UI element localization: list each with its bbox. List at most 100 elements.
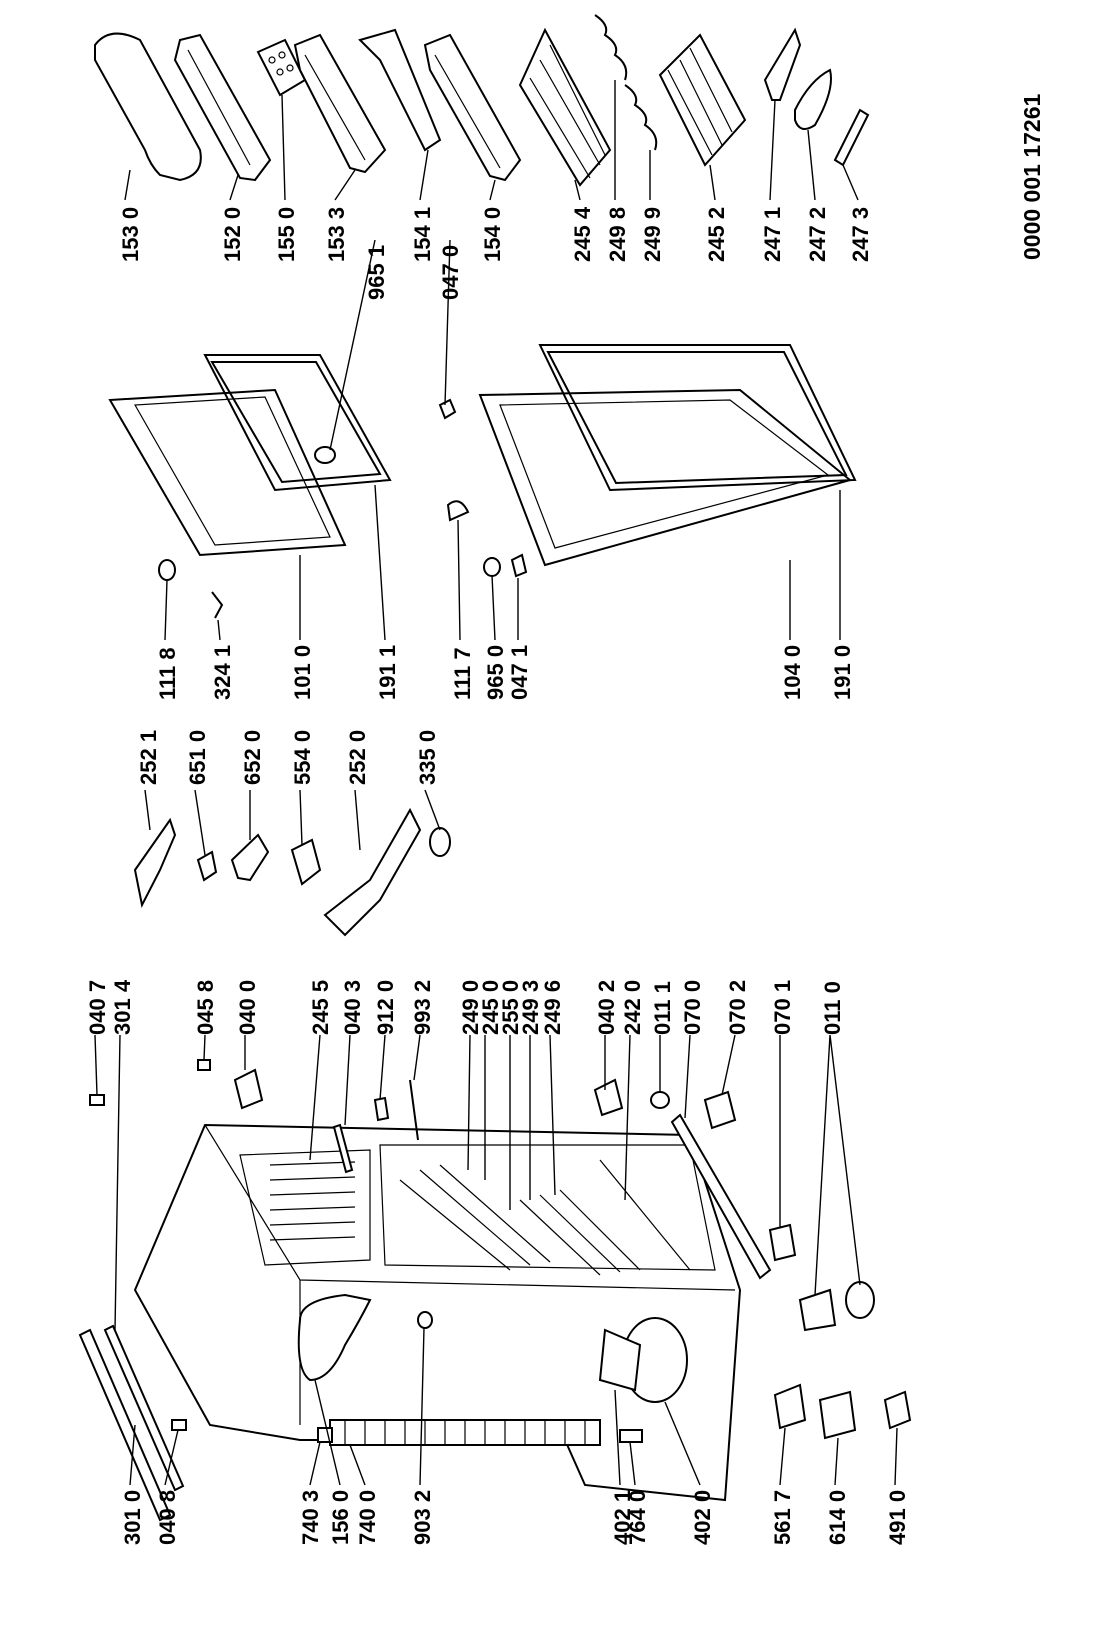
label-040-3: 040 3 [340, 980, 365, 1035]
label-040-8: 040 8 [155, 1490, 180, 1545]
label-245-4: 245 4 [570, 206, 595, 262]
label-249-0: 249 0 [458, 980, 483, 1035]
part-191-0 [538, 344, 857, 492]
label-764-0: 764 0 [625, 1490, 650, 1545]
label-402-1: 402 1 [610, 1490, 635, 1545]
part-491-0 [883, 1390, 912, 1430]
label-249-9: 249 9 [640, 207, 665, 262]
label-740-3: 740 3 [298, 1490, 323, 1545]
part-040-2 [593, 1078, 624, 1117]
label-245-5: 245 5 [308, 980, 333, 1035]
part-301-0 [78, 1328, 172, 1522]
label-070-1: 070 1 [770, 980, 795, 1035]
label-245-2: 245 2 [704, 207, 729, 262]
part-903-2 [417, 1311, 433, 1329]
label-245-0: 245 0 [478, 980, 503, 1035]
part-045-8 [197, 1059, 211, 1071]
label-740-0: 740 0 [355, 1490, 380, 1545]
part-249-8 [594, 14, 628, 81]
label-047-0: 047 0 [438, 245, 463, 300]
part-651-0 [196, 850, 218, 882]
part-070-0 [670, 1113, 772, 1280]
freezer-door-group [108, 354, 392, 619]
label-249-6: 249 6 [540, 980, 565, 1035]
label-402-0: 402 0 [690, 1490, 715, 1545]
label-154-1: 154 1 [410, 207, 435, 262]
label-111-8: 111 8 [155, 647, 180, 700]
label-247-3: 247 3 [848, 207, 873, 262]
label-011-0: 011 0 [820, 981, 845, 1035]
part-247-1 [763, 27, 802, 101]
label-153-0: 153 0 [118, 207, 143, 262]
part-070-1 [768, 1223, 797, 1262]
part-324-1 [211, 591, 224, 619]
part-993-2 [409, 1079, 419, 1141]
label-152-0: 152 0 [220, 207, 245, 262]
label-242-0: 242 0 [620, 980, 645, 1035]
part-047-1 [510, 553, 528, 578]
label-191-1: 191 1 [375, 645, 400, 700]
label-040-2: 040 2 [594, 980, 619, 1035]
part-101-0 [108, 388, 347, 557]
control-parts-group [133, 807, 451, 937]
part-153-0 [94, 32, 202, 182]
label-965-0: 965 0 [483, 645, 508, 700]
label-903-2: 903 2 [410, 1490, 435, 1545]
label-301-0: 301 0 [120, 1490, 145, 1545]
part-335-0 [429, 827, 451, 857]
part-245-2 [658, 33, 747, 167]
part-040-8 [171, 1419, 187, 1431]
shelves-group [518, 14, 870, 187]
label-614-0: 614 0 [825, 1490, 850, 1545]
label-070-2: 070 2 [725, 980, 750, 1035]
label-651-0: 651 0 [185, 730, 210, 785]
part-154-1 [358, 28, 442, 152]
part-153-3 [293, 33, 387, 174]
label-011-1: 011 1 [650, 981, 675, 1035]
label-155-0: 155 0 [274, 207, 299, 262]
label-101-0: 101 0 [290, 645, 315, 700]
label-104-0: 104 0 [780, 645, 805, 700]
part-152-0 [173, 33, 272, 182]
part-912-0 [373, 1096, 390, 1122]
part-402-1 [598, 1328, 642, 1392]
part-154-0 [423, 33, 522, 182]
label-156-0: 156 0 [328, 1490, 353, 1545]
label-047-1: 047 1 [507, 645, 532, 700]
label-252-0: 252 0 [345, 730, 370, 785]
part-764-0 [619, 1429, 643, 1443]
label-153-3: 153 3 [324, 207, 349, 262]
label-249-8: 249 8 [605, 207, 630, 262]
part-156-0 [297, 1293, 372, 1382]
label-491-0: 491 0 [885, 1490, 910, 1545]
label-993-2: 993 2 [410, 980, 435, 1035]
part-247-3 [833, 108, 870, 167]
label-335-0: 335 0 [415, 730, 440, 785]
part-011-1 [650, 1091, 670, 1109]
label-912-0: 912 0 [373, 980, 398, 1035]
label-045-8: 045 8 [193, 980, 218, 1035]
cabinet-group [78, 1059, 912, 1522]
part-252-0 [323, 807, 422, 937]
label-252-1: 252 1 [136, 730, 161, 785]
label-554-0: 554 0 [290, 730, 315, 785]
part-191-1 [203, 354, 392, 492]
label-154-0: 154 0 [480, 207, 505, 262]
label-301-4: 301 4 [110, 979, 135, 1035]
label-561-7: 561 7 [770, 1490, 795, 1545]
part-301-4 [103, 1324, 185, 1492]
part-040-0 [233, 1068, 264, 1110]
part-965-0 [483, 557, 501, 577]
label-249-3: 249 3 [518, 980, 543, 1035]
part-047-0 [438, 398, 457, 420]
part-554-0 [290, 838, 322, 886]
label-040-7: 040 7 [85, 980, 110, 1035]
label-247-2: 247 2 [805, 207, 830, 262]
part-561-7 [773, 1383, 807, 1430]
part-247-2 [794, 68, 832, 130]
label-247-1: 247 1 [760, 207, 785, 262]
part-252-1 [133, 817, 177, 909]
part-070-2 [703, 1090, 737, 1130]
label-324-1: 324 1 [210, 645, 235, 700]
label-255-0: 255 0 [498, 980, 523, 1035]
